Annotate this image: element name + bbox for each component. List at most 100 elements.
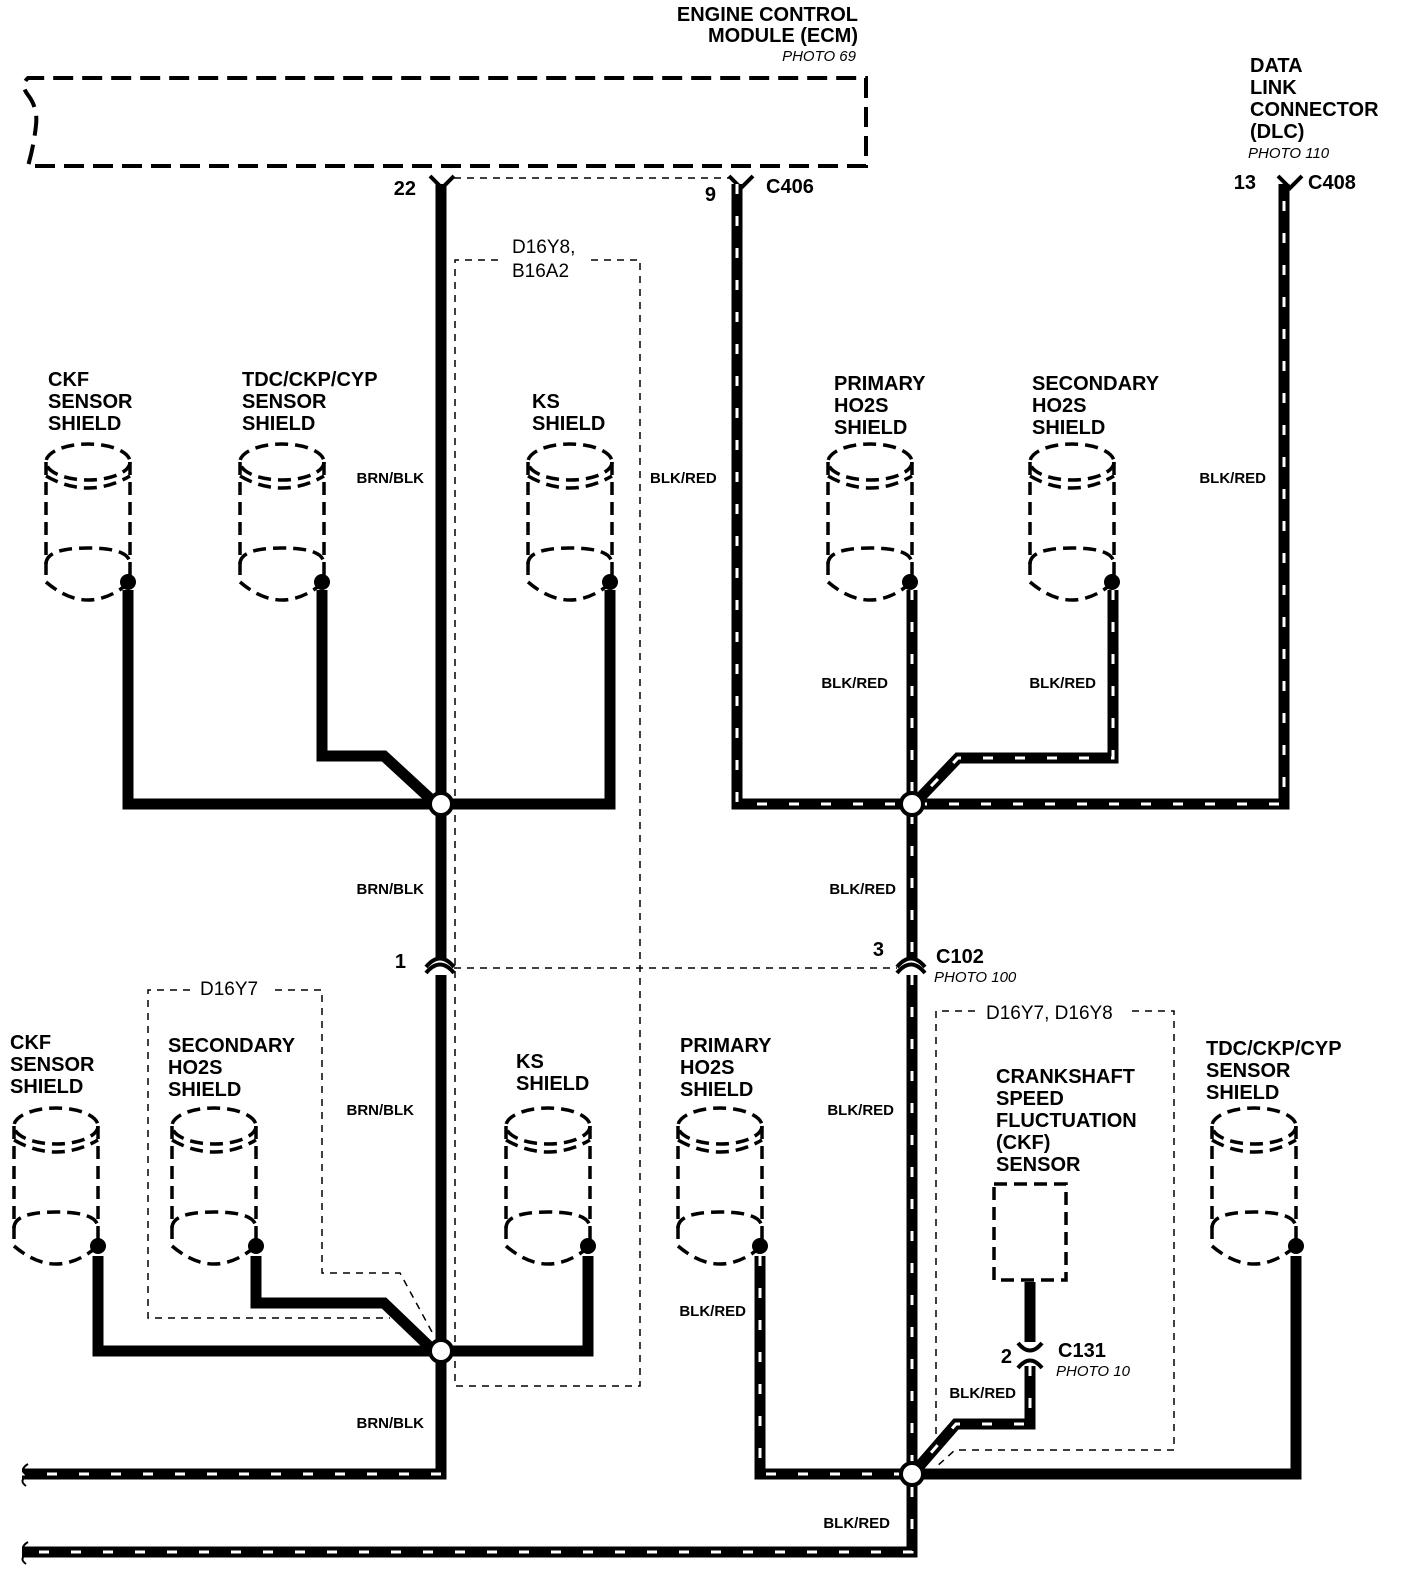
- dlc-line4: (DLC): [1250, 121, 1304, 143]
- harness-break-blk-red: [21, 1541, 31, 1565]
- shield-label-line3: SHIELD: [680, 1079, 753, 1101]
- c102-name: C102: [936, 946, 984, 968]
- shield-label-line2: HO2S: [834, 395, 888, 417]
- variant-box-lower-ckf-outline-a: [935, 1010, 975, 1444]
- variant-box-upper-ks-outline: [454, 259, 641, 1387]
- shield-drain-terminal: [902, 574, 918, 590]
- shield-label-line2: HO2S: [168, 1057, 222, 1079]
- connector-c406: 22 9 C406: [394, 174, 814, 206]
- shield-cylinder-mid: [827, 474, 913, 490]
- ckf-sensor: CRANKSHAFT SPEED FLUCTUATION (CKF) SENSO…: [992, 1066, 1137, 1282]
- variant-lower-ckf-label: D16Y7, D16Y8: [986, 1003, 1113, 1024]
- dlc: DATA LINK CONNECTOR (DLC) PHOTO 110: [1248, 55, 1379, 162]
- connector-c131: 2 C131 PHOTO 10: [1001, 1282, 1131, 1380]
- wire-blk-red-lower-trunk: [22, 975, 918, 1558]
- variant-box-upper-ks: D16Y8, B16A2: [454, 237, 641, 1387]
- c131-pin2-label: 2: [1001, 1346, 1012, 1368]
- shield-drain-terminal: [752, 1238, 768, 1254]
- shield-cylinder-mid: [239, 474, 325, 490]
- variant-box-lower-ckf-outline-b: [934, 1010, 1175, 1469]
- shield-cylinder-bottom-back: [170, 1210, 258, 1229]
- wire-upper-ckf-ks-bus: [122, 590, 616, 810]
- shield-label-line1: KS: [516, 1051, 544, 1073]
- shield-label-line1: CKF: [48, 369, 89, 391]
- wire-blk-red-secondary-ho2s: [910, 590, 1119, 808]
- shield-cylinder-top: [238, 442, 326, 482]
- shield-cylinder-bottom-front: [676, 1244, 764, 1266]
- shield-label-line3: SHIELD: [168, 1079, 241, 1101]
- ecm-title-line1: ENGINE CONTROL: [677, 4, 858, 26]
- splice-upper-blk-red: [899, 791, 925, 817]
- shield-cylinder-bottom-back: [12, 1210, 100, 1229]
- connector-c408: 13 C408: [1234, 172, 1356, 194]
- shield-cylinder-mid: [13, 1138, 99, 1154]
- shield-cylinder-bottom-front: [504, 1244, 592, 1266]
- shield-cylinder-bottom-back: [1028, 546, 1116, 565]
- wire-label-blk-red-2: BLK/RED: [1199, 470, 1266, 487]
- ecm-outline: [22, 76, 868, 168]
- c408-pin13-label: 13: [1234, 172, 1256, 194]
- shield-cylinder-bottom-back: [826, 546, 914, 565]
- shield-label-line2: SHIELD: [532, 413, 605, 435]
- wire-label-blk-red-9: BLK/RED: [823, 1515, 890, 1532]
- shield-drain-terminal: [580, 1238, 596, 1254]
- shield-cylinder-bottom-back: [504, 1210, 592, 1229]
- splice-lower-brn-blk: [428, 1338, 454, 1364]
- ecm: ENGINE CONTROL MODULE (ECM) PHOTO 69: [22, 4, 868, 168]
- shield-cylinder-bottom-back: [1210, 1210, 1298, 1229]
- dlc-line1: DATA: [1250, 55, 1303, 77]
- shield-label-line1: CKF: [10, 1032, 51, 1054]
- wire-blk-red-lower-primary-ho2s: [754, 1256, 912, 1480]
- shield-cylinder-mid: [171, 1138, 257, 1154]
- shield-cylinder-mid: [45, 474, 131, 490]
- harness-break-brn-blk: [21, 1463, 31, 1487]
- dlc-photo-ref: PHOTO 110: [1248, 145, 1330, 162]
- wire-label-blk-red-6: BLK/RED: [827, 1102, 894, 1119]
- shield-cylinder-top: [1210, 1106, 1298, 1146]
- wire-label-blk-red-4: BLK/RED: [1029, 675, 1096, 692]
- connector-c102: 1 3 C102 PHOTO 100: [395, 939, 1017, 986]
- wire-color-labels: BRN/BLK BLK/RED BLK/RED BLK/RED BLK/RED …: [347, 470, 1267, 1532]
- shield-cylinder-top: [1028, 442, 1116, 482]
- shield-drain-terminal: [314, 574, 330, 590]
- c131-photo-ref: PHOTO 10: [1056, 1363, 1131, 1380]
- shield-label-line3: SHIELD: [48, 413, 121, 435]
- shield-cylinder-mid: [677, 1138, 763, 1154]
- dlc-line3: CONNECTOR: [1250, 99, 1379, 121]
- shield-cylinder-mid: [1029, 474, 1115, 490]
- wire-upper-tdc-shield: [316, 590, 440, 809]
- shield-cylinder-bottom-front: [1210, 1244, 1298, 1266]
- shield-drain-terminal: [1288, 1238, 1304, 1254]
- shield-cylinder-top: [12, 1106, 100, 1146]
- shield-label-line2: SHIELD: [516, 1073, 589, 1095]
- variant-box-lower-ho2s-outline-b: [275, 989, 433, 1333]
- shield-cylinder-top: [44, 442, 132, 482]
- ecm-photo-ref: PHOTO 69: [782, 48, 857, 65]
- c406-pin9-label: 9: [705, 184, 716, 206]
- ckf-sensor-line5: SENSOR: [996, 1154, 1081, 1176]
- wire-blk-red-upper-loop: [731, 184, 1290, 810]
- shield-cylinder-bottom-back: [676, 1210, 764, 1229]
- shield-label-line2: SENSOR: [48, 391, 133, 413]
- shield-cylinder-bottom-front: [1028, 580, 1116, 602]
- c102-pin1-label: 1: [395, 951, 406, 973]
- splice-upper-brn-blk: [428, 791, 454, 817]
- shield-label-line3: SHIELD: [834, 417, 907, 439]
- c408-pin13-terminal: [1276, 174, 1304, 191]
- wire-lower-tdc-shield: [912, 1256, 1302, 1480]
- shield-drain-terminal: [248, 1238, 264, 1254]
- c406-name: C406: [766, 176, 814, 198]
- shield-label-line1: PRIMARY: [680, 1035, 772, 1057]
- ckf-sensor-line3: FLUCTUATION: [996, 1110, 1137, 1132]
- c131-name: C131: [1058, 1340, 1106, 1362]
- shield-cylinder-bottom-front: [826, 580, 914, 602]
- c102-pin1-terminal-bottom: [424, 962, 456, 975]
- splice-lower-blk-red: [899, 1461, 925, 1487]
- c406-pin22-label: 22: [394, 178, 416, 200]
- shields-lower: CKFSENSORSHIELDSECONDARYHO2SSHIELDKSSHIE…: [10, 1032, 1342, 1266]
- shield-label-line3: SHIELD: [242, 413, 315, 435]
